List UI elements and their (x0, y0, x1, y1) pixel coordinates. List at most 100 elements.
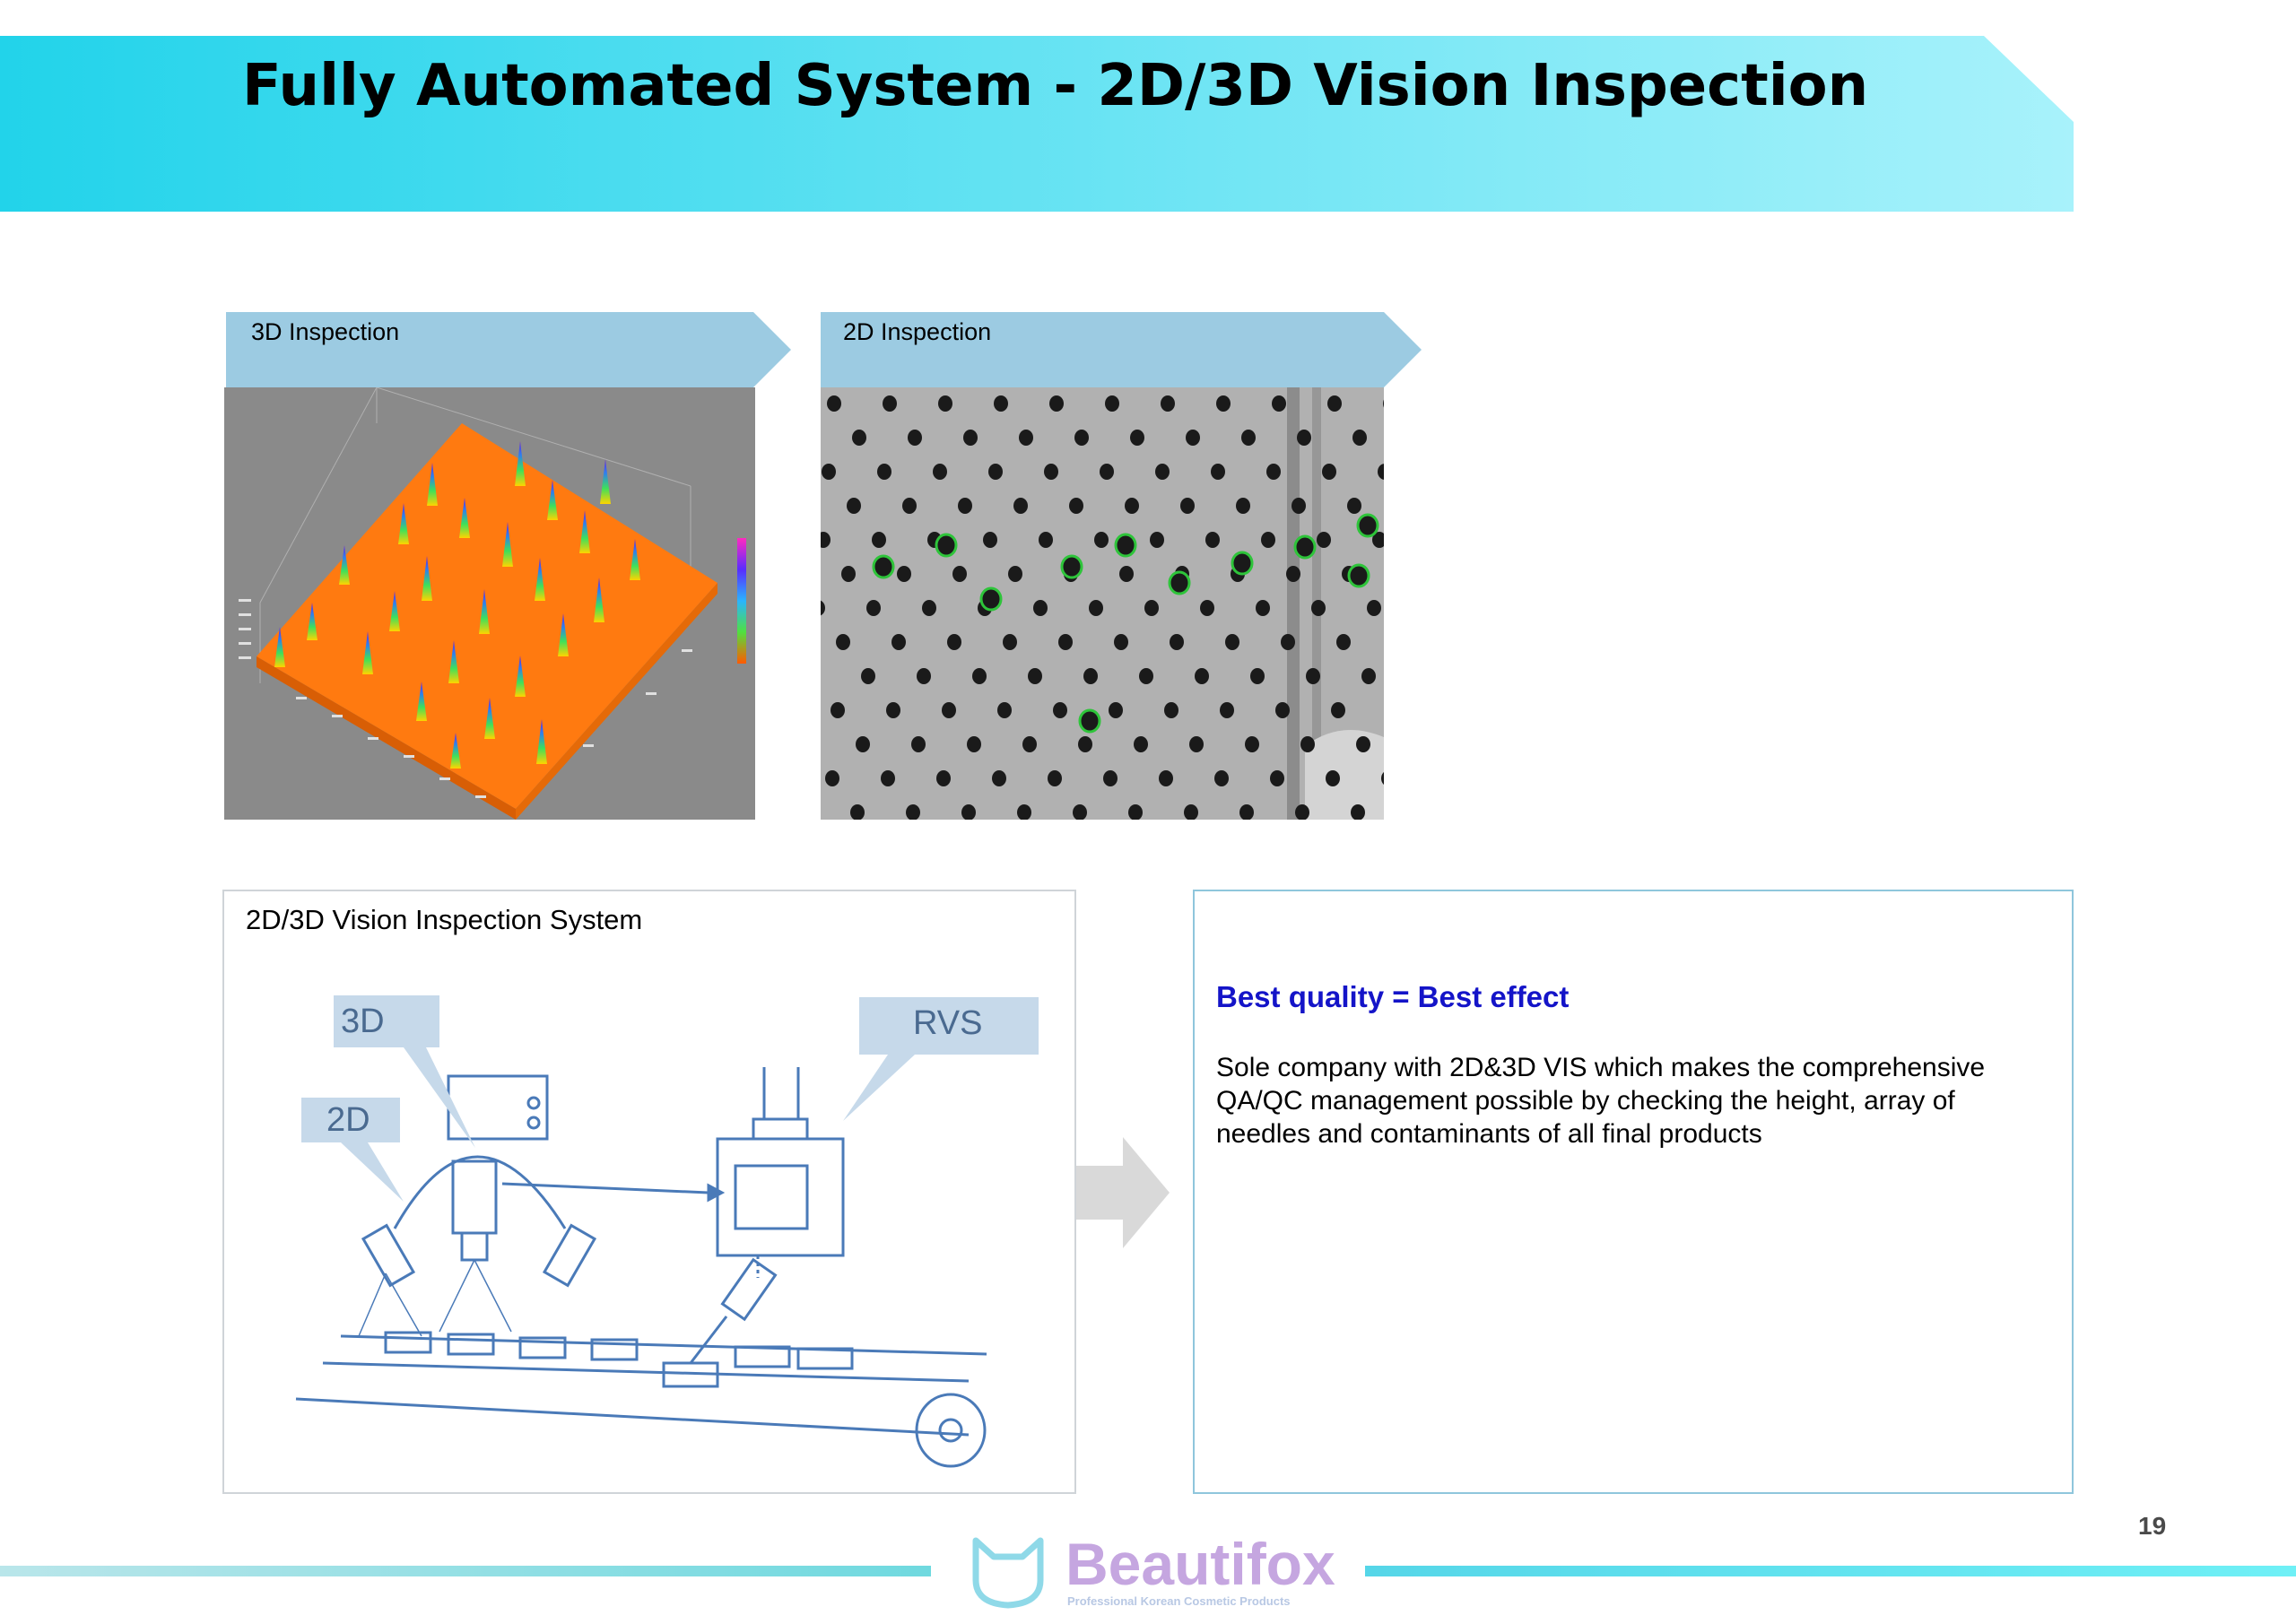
needle-hole (1256, 600, 1270, 616)
needle-hole (1336, 634, 1351, 650)
needle-hole (983, 532, 997, 548)
page-number: 19 (2138, 1512, 2167, 1540)
needle-hole (1073, 804, 1087, 820)
needle-hole (822, 464, 836, 480)
needle-hole (1019, 430, 1033, 446)
needle-hole (1164, 702, 1178, 718)
needle-hole (850, 804, 865, 820)
needle-hole (1275, 702, 1290, 718)
footer-line (0, 1566, 2296, 1576)
needle-hole (1356, 736, 1370, 752)
detected-hole (979, 586, 1003, 612)
needle-hole (1039, 532, 1053, 548)
needle-hole (1311, 600, 1326, 616)
detected-hole (872, 554, 895, 579)
needle-hole (897, 566, 911, 582)
needle-hole (1347, 498, 1361, 514)
needle-hole (961, 804, 976, 820)
needle-hole (1372, 532, 1384, 548)
detected-hole (1347, 563, 1370, 588)
needle-hole (881, 770, 895, 786)
vision-system-panel (222, 890, 1076, 1494)
needle-hole (1128, 804, 1143, 820)
needle-hole (825, 770, 839, 786)
needle-hole (908, 430, 922, 446)
needle-hole (1119, 566, 1134, 582)
quality-heading: Best quality = Best effect (1216, 980, 1570, 1013)
needle-hole (902, 498, 917, 514)
needle-hole (1170, 634, 1184, 650)
needle-hole (1239, 804, 1254, 820)
needle-hole (988, 464, 1003, 480)
needle-hole (1155, 464, 1170, 480)
needle-hole (1150, 532, 1164, 548)
needle-hole (992, 770, 1006, 786)
needle-hole (883, 395, 897, 412)
needle-hole (1378, 464, 1384, 480)
needle-hole (827, 395, 841, 412)
needle-hole (1159, 770, 1173, 786)
needle-hole (1017, 804, 1031, 820)
needle-hole (1295, 804, 1309, 820)
2d-inspection-image (821, 387, 1384, 820)
callout-3d: 3D (341, 1003, 385, 1040)
needle-hole (972, 668, 987, 684)
needle-hole (938, 395, 952, 412)
needle-hole (1103, 770, 1118, 786)
needle-hole (994, 395, 1008, 412)
needle-hole (1013, 498, 1028, 514)
needle-hole (852, 430, 866, 446)
detected-hole (1078, 708, 1101, 734)
page-title: Fully Automated System - 2D/3D Vision In… (242, 53, 1869, 119)
needle-hole (872, 532, 886, 548)
needle-hole (917, 668, 931, 684)
needle-hole (1367, 600, 1381, 616)
needle-hole (1216, 395, 1231, 412)
needle-hole (1089, 600, 1103, 616)
brand-name: Beautifox (1065, 1531, 1335, 1597)
needle-hole (866, 600, 881, 616)
needle-hole (997, 702, 1012, 718)
needle-hole (1261, 532, 1275, 548)
needle-hole (1033, 600, 1048, 616)
needle-hole (821, 600, 825, 616)
needle-hole (1317, 532, 1331, 548)
needle-hole (1361, 668, 1376, 684)
needle-hole (836, 634, 850, 650)
title-banner (0, 36, 2074, 212)
needle-hole (947, 634, 961, 650)
needle-hole (1074, 430, 1089, 446)
needle-hole (936, 770, 951, 786)
needle-hole (1184, 804, 1198, 820)
needle-hole (847, 498, 861, 514)
needle-hole (922, 600, 936, 616)
needle-hole (1130, 430, 1144, 446)
needle-hole (1008, 566, 1022, 582)
needle-hole (1300, 736, 1315, 752)
needle-hole (1180, 498, 1195, 514)
needle-hole (1351, 804, 1365, 820)
tab-2d-inspection (821, 312, 1422, 387)
needle-hole (906, 804, 920, 820)
needle-hole (1211, 464, 1225, 480)
needle-hole (1022, 736, 1037, 752)
detected-hole (1114, 533, 1137, 558)
needle-hole (1200, 600, 1214, 616)
tab-3d-inspection-label: 3D Inspection (251, 318, 400, 345)
needle-hole (1381, 771, 1384, 786)
needle-hole (1100, 464, 1114, 480)
needle-hole (942, 702, 956, 718)
needle-hole (877, 464, 891, 480)
needle-hole (1272, 395, 1286, 412)
needle-hole (1044, 464, 1058, 480)
needle-hole (831, 702, 845, 718)
needle-hole (1270, 770, 1284, 786)
needle-hole (1322, 464, 1336, 480)
detected-hole (1293, 534, 1317, 560)
needle-hole (1241, 430, 1256, 446)
needle-hole (861, 668, 875, 684)
needle-hole (1326, 770, 1340, 786)
needle-hole (1078, 736, 1092, 752)
needle-hole (1245, 736, 1259, 752)
needle-hole (911, 736, 926, 752)
